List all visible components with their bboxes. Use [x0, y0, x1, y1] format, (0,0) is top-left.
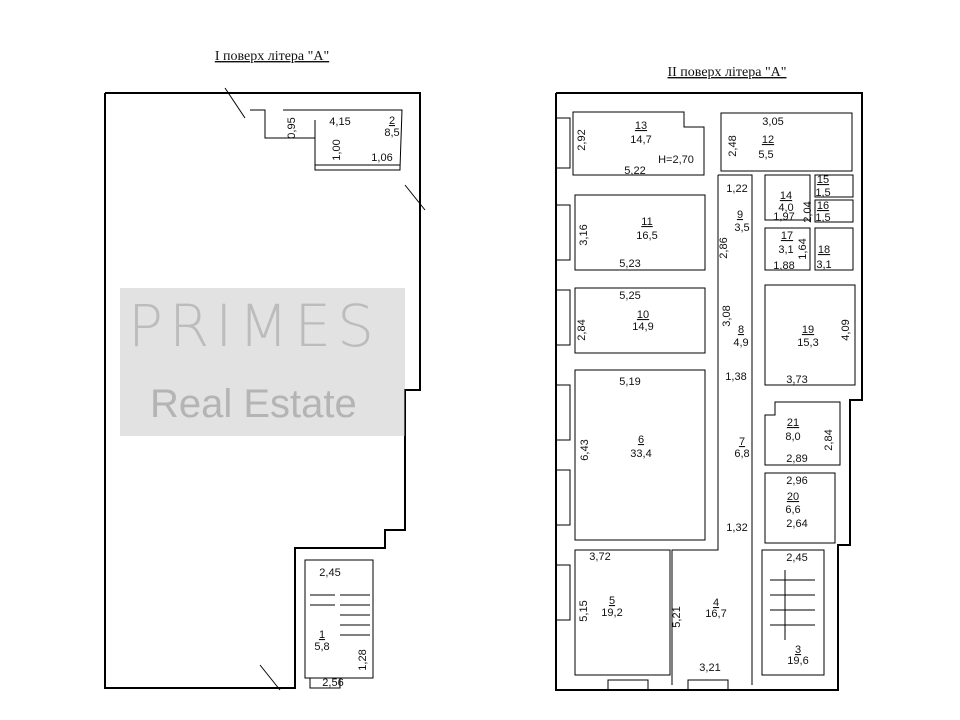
dimension: 3,16	[578, 224, 590, 245]
dimension: 1,22	[726, 183, 747, 195]
room-number: 14	[780, 190, 792, 202]
room-number: 9	[737, 209, 743, 221]
dimension: 5,15	[578, 600, 590, 621]
room-number: 17	[781, 230, 793, 242]
room-area: 6,8	[734, 448, 749, 460]
room-number: 20	[787, 491, 799, 503]
room-area: 19,2	[601, 607, 622, 619]
dimension: 1,97	[773, 211, 794, 223]
room-number: 3	[795, 644, 801, 656]
room-area: 4,0	[778, 202, 793, 214]
floor2-title: II поверх літера "А"	[667, 65, 786, 80]
dimension: 1,38	[725, 371, 746, 383]
dimension: 2,89	[786, 453, 807, 465]
room-number: 19	[802, 324, 814, 336]
room-number: 15	[817, 174, 829, 186]
room-area: 3,5	[734, 222, 749, 234]
room-area: 3,1	[816, 259, 831, 271]
dimension: 3,08	[721, 305, 733, 326]
room-number: 10	[637, 309, 649, 321]
dimension: 2,84	[576, 319, 588, 340]
dimension: 4,15	[329, 116, 350, 128]
dimension: 2,92	[576, 129, 588, 150]
dimension: 2,48	[727, 135, 739, 156]
room-area: 5,8	[314, 641, 329, 653]
dimension: 3,21	[699, 662, 720, 674]
room-area: 4,9	[733, 337, 748, 349]
dimension: 4,09	[840, 319, 852, 340]
dimension: 3,72	[589, 551, 610, 563]
room-number: 11	[641, 216, 652, 228]
dimension: 0,95	[286, 117, 298, 138]
room-area: 8,5	[384, 127, 399, 139]
room-number: 12	[762, 134, 774, 146]
room-area: 16,7	[705, 608, 726, 620]
room-number: 6	[638, 434, 644, 446]
dimension: 5,25	[619, 290, 640, 302]
room-number: 1	[319, 629, 325, 641]
room-area: 5,5	[758, 149, 773, 161]
floor1-walls	[104, 87, 426, 691]
dimension: 1,06	[371, 152, 392, 164]
dimension: 5,19	[619, 376, 640, 388]
floor1-labels: 0,95 4,15 2 8,5 1,00 1,06 2,45 1 5,8 1,2…	[286, 115, 400, 689]
room-number: 4	[713, 597, 719, 609]
room-number: 13	[635, 120, 647, 132]
floor1-title: I поверх літера "А"	[215, 49, 329, 64]
room-number: 8	[738, 324, 744, 336]
watermark-box	[120, 288, 405, 436]
watermark-brand: PRIMES	[128, 292, 380, 360]
dimension: 1,28	[357, 649, 369, 670]
room-area: 1,5	[815, 212, 830, 224]
dimension: H=2,70	[658, 154, 694, 166]
dimension: 2,84	[823, 429, 835, 450]
room-number: 2	[389, 115, 395, 127]
watermark-subtitle: Real Estate	[150, 382, 357, 426]
floor2-labels: 1314,72,92H=2,705,222,483,05125,51,22144…	[576, 116, 852, 674]
room-number: 21	[787, 417, 799, 429]
room-number: 18	[818, 244, 830, 256]
dimension: 3,73	[786, 374, 807, 386]
room-area: 6,6	[785, 504, 800, 516]
dimension: 2,86	[718, 237, 730, 258]
room-area: 8,0	[785, 431, 800, 443]
room-number: 7	[739, 436, 745, 448]
room-area: 1,5	[815, 187, 830, 199]
dimension: 5,21	[671, 606, 683, 627]
room-area: 19,6	[787, 655, 808, 667]
room-area: 15,3	[797, 337, 818, 349]
dimension: 2,96	[786, 475, 807, 487]
room-number: 5	[609, 595, 615, 607]
dimension: 2,56	[322, 677, 343, 689]
room-area: 14,7	[630, 134, 651, 146]
room-area: 33,4	[630, 448, 651, 460]
dimension: 2,64	[786, 518, 807, 530]
dimension: 1,00	[331, 139, 343, 160]
room-number: 16	[817, 200, 829, 212]
floor2-walls	[555, 92, 863, 691]
dimension: 5,23	[619, 258, 640, 270]
dimension: 1,32	[726, 522, 747, 534]
dimension: 2,45	[786, 552, 807, 564]
dimension: 2,45	[319, 567, 340, 579]
dimension: 3,05	[762, 116, 783, 128]
dimension: 5,22	[624, 165, 645, 177]
dimension: 2,04	[802, 201, 814, 222]
room-area: 14,9	[632, 321, 653, 333]
room-area: 16,5	[636, 230, 657, 242]
room-area: 3,1	[778, 244, 793, 256]
dimension: 1,64	[797, 238, 809, 259]
dimension: 1,88	[773, 260, 794, 272]
dimension: 6,43	[579, 439, 591, 460]
